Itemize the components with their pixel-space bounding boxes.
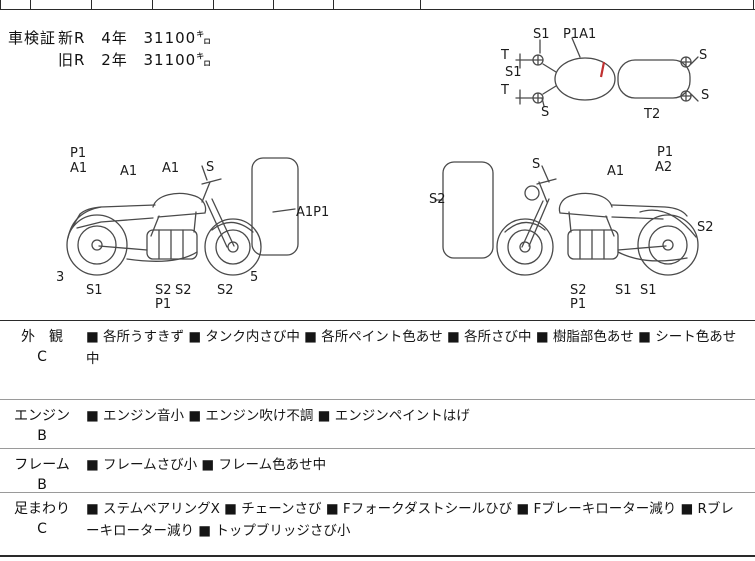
engine — [146, 229, 198, 260]
notes-text: ■ フレームさび小 ■ フレーム色あせ中 — [86, 457, 327, 473]
diagram-label: S2 — [217, 283, 234, 298]
diagram-label: S — [206, 160, 215, 175]
diagram-label: S — [701, 88, 710, 103]
diagram-label: S1 — [505, 65, 522, 80]
table-divider — [420, 0, 421, 10]
shaken-line-new: 新R 4年 31100㌔ — [58, 29, 213, 47]
category-cell: エンジン B — [0, 400, 84, 448]
table-divider — [0, 0, 1, 10]
front-wheel — [204, 218, 262, 276]
diagram-label: P1 — [155, 297, 172, 312]
rear-wheel — [66, 214, 128, 276]
table-row: 外 観 C ■ 各所うすきず ■ タンク内さび中 ■ 各所ペイント色あせ ■ 各… — [0, 321, 755, 400]
engine — [567, 229, 619, 260]
notes-text: ■ ステムベアリングX ■ チェーンさび ■ Fフォークダストシールひび ■ F… — [86, 501, 734, 539]
diagram-label: 5 — [250, 270, 259, 285]
grade-value: C — [37, 349, 47, 365]
luggage-box — [442, 161, 494, 259]
grade-value: C — [37, 521, 47, 537]
diagram-label: A1 — [120, 164, 138, 179]
category-name: 外 観 — [21, 329, 63, 345]
diagram-label: S — [541, 105, 550, 120]
diagram-label: P1 — [570, 297, 587, 312]
table-divider — [753, 0, 754, 10]
front-wheel — [496, 218, 554, 276]
diagram-label: S1 — [86, 283, 103, 298]
grade-value: B — [37, 477, 47, 493]
table-divider — [91, 0, 92, 10]
header-table-remnant — [0, 0, 755, 10]
table-divider — [152, 0, 153, 10]
fuel-tank-top — [554, 57, 616, 101]
table-divider — [30, 0, 31, 10]
category-name: エンジン — [14, 408, 70, 424]
headlight — [524, 185, 540, 201]
diagram-label: S — [699, 48, 708, 63]
rear-wheel — [637, 214, 699, 276]
diagram-label: P1 — [70, 146, 87, 161]
category-name: フレーム — [14, 457, 70, 473]
table-divider — [213, 0, 214, 10]
diagram-label: T — [501, 48, 509, 63]
category-name: 足まわり — [14, 501, 70, 517]
diagram-label: S2 — [155, 283, 172, 298]
diagram-label: S2 — [697, 220, 714, 235]
diagram-label: S — [532, 157, 541, 172]
red-damage-mark — [599, 61, 606, 78]
diagram-label: T2 — [644, 107, 661, 122]
category-cell: 外 観 C — [0, 321, 84, 399]
notes-text: ■ エンジン音小 ■ エンジン吹け不調 ■ エンジンペイントはげ — [86, 408, 470, 424]
diagram-label: T — [501, 83, 509, 98]
table-row: 足まわり C ■ ステムベアリングX ■ チェーンさび ■ Fフォークダストシー… — [0, 493, 755, 557]
diagram-label: S1 — [615, 283, 632, 298]
diagram-label: A1 — [70, 161, 88, 176]
diagram-label: 3 — [56, 270, 65, 285]
top-view-diagram — [515, 37, 699, 107]
category-cell: 足まわり C — [0, 493, 84, 555]
notes-text: ■ 各所うすきず ■ タンク内さび中 ■ 各所ペイント色あせ ■ 各所さび中 ■… — [86, 329, 737, 367]
left-side-diagram — [66, 157, 299, 276]
diagram-label: A2 — [655, 160, 673, 175]
right-side-diagram — [434, 161, 699, 276]
diagram-label: S2 — [175, 283, 192, 298]
fuel-tank — [152, 192, 207, 218]
diagram-label: P1A1 — [563, 27, 597, 42]
shaken-title: 車検証 — [8, 29, 57, 47]
diagram-label: A1 — [162, 161, 180, 176]
table-divider — [273, 0, 274, 10]
table-row: フレーム B ■ フレームさび小 ■ フレーム色あせ中 — [0, 449, 755, 493]
diagram-label: P1 — [657, 145, 674, 160]
seat-top — [617, 59, 691, 99]
fuel-tank — [558, 192, 613, 218]
diagram-label: S1 — [533, 27, 550, 42]
diagram-label: A1P1 — [296, 205, 330, 220]
condition-table: 外 観 C ■ 各所うすきず ■ タンク内さび中 ■ 各所ペイント色あせ ■ 各… — [0, 320, 755, 557]
diagram-label: S2 — [429, 192, 446, 207]
table-divider — [333, 0, 334, 10]
diagram-label: S2 — [570, 283, 587, 298]
diagram-label: A1 — [607, 164, 625, 179]
luggage-box — [251, 157, 299, 256]
shaken-line-old: 旧R 2年 31100㌔ — [58, 51, 213, 69]
category-cell: フレーム B — [0, 449, 84, 493]
table-row: エンジン B ■ エンジン音小 ■ エンジン吹け不調 ■ エンジンペイントはげ — [0, 400, 755, 449]
diagram-label: S1 — [640, 283, 657, 298]
grade-value: B — [37, 428, 47, 444]
